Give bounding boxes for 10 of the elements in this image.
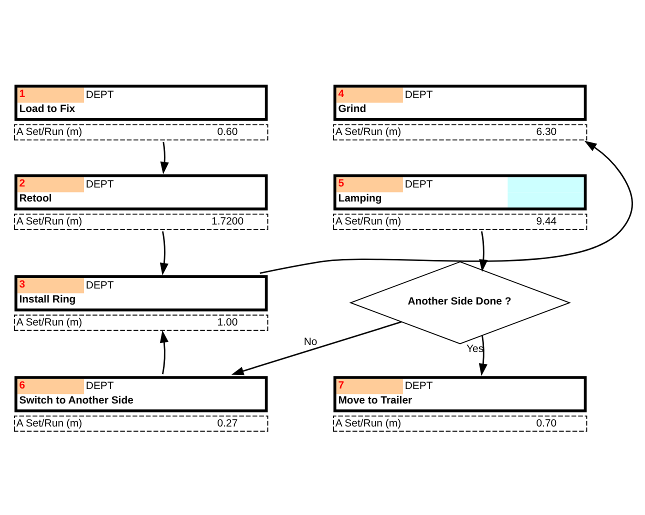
arrow xyxy=(231,320,402,375)
arrow xyxy=(479,230,488,272)
arrow xyxy=(160,330,168,374)
arrow xyxy=(160,230,168,275)
arrow xyxy=(260,140,633,274)
edge-label: Yes xyxy=(466,343,484,354)
arrow xyxy=(160,141,169,174)
edge-label: No xyxy=(304,336,318,348)
node-diamond: Another Side Done ? xyxy=(349,260,571,344)
arrow xyxy=(478,334,488,376)
